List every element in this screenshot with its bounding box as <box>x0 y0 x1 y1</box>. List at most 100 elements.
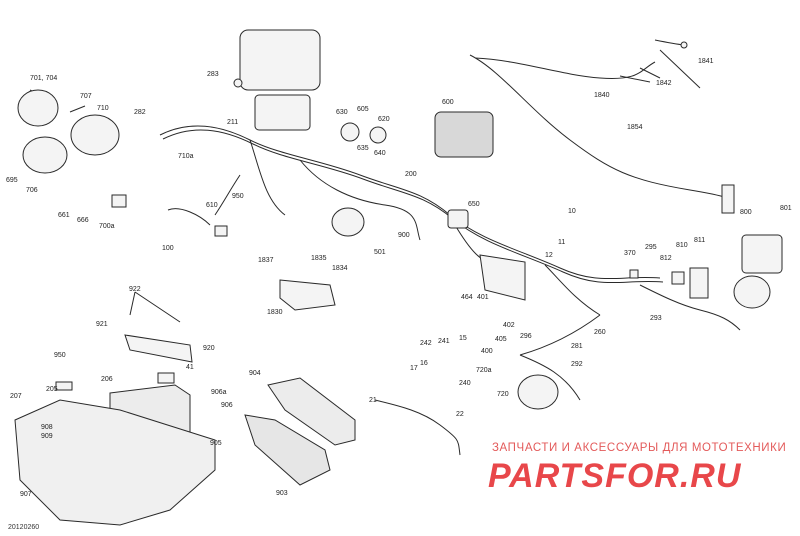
callout-464: 464 <box>461 294 473 301</box>
figure-code: 20120260 <box>8 524 40 531</box>
connector-1841 <box>680 41 688 49</box>
watermark-subtitle: ЗАПЧАСТИ И АКСЕССУАРЫ ДЛЯ МОТОТЕХНИКИ <box>492 442 787 454</box>
callout-21: 21 <box>369 397 377 404</box>
callout-904: 904 <box>249 370 261 377</box>
callout-282: 282 <box>134 109 146 116</box>
callout-10: 10 <box>568 208 576 215</box>
throttle-body <box>239 29 321 91</box>
callout-292: 292 <box>571 361 583 368</box>
callout-283: 283 <box>207 71 219 78</box>
fuse-box <box>741 234 783 274</box>
callout-706: 706 <box>26 187 38 194</box>
callout-100: 100 <box>162 245 174 252</box>
callout-241: 241 <box>438 338 450 345</box>
callout-293: 293 <box>650 315 662 322</box>
grommet-283 <box>233 78 243 88</box>
ecu-module <box>254 94 311 131</box>
callout-401: 401 <box>477 294 489 301</box>
callout-22: 22 <box>456 411 464 418</box>
connector-1854 <box>721 184 735 214</box>
callout-281: 281 <box>571 343 583 350</box>
callout-701: 701, 704 <box>30 75 57 82</box>
callout-1840: 1840 <box>594 92 610 99</box>
callout-640: 640 <box>374 150 386 157</box>
callout-922: 922 <box>129 286 141 293</box>
callout-15: 15 <box>459 335 467 342</box>
callout-710: 710 <box>97 105 109 112</box>
callout-1841: 1841 <box>698 58 714 65</box>
callout-1854: 1854 <box>627 124 643 131</box>
callout-207: 207 <box>10 393 22 400</box>
callout-labels: 701, 704 707 710 282 283 211 710a 695 70… <box>6 58 792 498</box>
callout-1834: 1834 <box>332 265 348 272</box>
callout-950: 950 <box>232 193 244 200</box>
support-bracket <box>124 334 193 363</box>
callout-630: 630 <box>336 109 348 116</box>
headlight-left-lower <box>22 136 68 174</box>
callout-801: 801 <box>780 205 792 212</box>
callout-906a: 906a <box>211 389 227 396</box>
callout-650: 650 <box>468 201 480 208</box>
callout-205: 205 <box>46 386 58 393</box>
callout-296: 296 <box>520 333 532 340</box>
callout-812: 812 <box>660 255 672 262</box>
connector-700a <box>111 194 127 208</box>
cover-41 <box>157 372 175 384</box>
callout-906: 906 <box>221 402 233 409</box>
callout-920: 920 <box>203 345 215 352</box>
callout-905: 905 <box>210 440 222 447</box>
callout-402: 402 <box>503 322 515 329</box>
callout-17: 17 <box>410 365 418 372</box>
connector-610 <box>214 225 228 237</box>
callout-200: 200 <box>405 171 417 178</box>
callout-11: 11 <box>558 239 565 246</box>
mount-bracket <box>279 279 336 311</box>
instrument-cluster <box>434 111 494 158</box>
callout-661: 661 <box>58 212 70 219</box>
components <box>14 29 783 526</box>
relay-812 <box>671 271 685 285</box>
callout-620: 620 <box>378 116 390 123</box>
callout-405: 405 <box>495 336 507 343</box>
callout-501: 501 <box>374 249 386 256</box>
callout-720a: 720a <box>476 367 492 374</box>
callout-370: 370 <box>624 250 636 257</box>
callout-295: 295 <box>645 244 657 251</box>
callout-695: 695 <box>6 177 18 184</box>
sensor-635 <box>369 126 387 144</box>
callout-909: 909 <box>41 433 53 440</box>
clip-370 <box>629 269 639 279</box>
callout-921: 921 <box>96 321 108 328</box>
bracket-811 <box>689 267 709 299</box>
callout-16: 16 <box>420 360 428 367</box>
callout-400: 400 <box>481 348 493 355</box>
callout-707: 707 <box>80 93 92 100</box>
relay <box>447 209 469 229</box>
heat-shield-lower <box>244 414 331 486</box>
headlight-center <box>70 114 120 156</box>
callout-811: 811 <box>694 237 705 244</box>
callout-12: 12 <box>545 252 553 259</box>
callout-810: 810 <box>676 242 688 249</box>
callout-950-lower: 950 <box>54 352 66 359</box>
callout-800: 800 <box>740 209 752 216</box>
starter-solenoid <box>331 207 365 237</box>
callout-610: 610 <box>206 202 218 209</box>
callout-1842: 1842 <box>656 80 672 87</box>
headlight-left-upper <box>17 89 59 127</box>
callout-1837: 1837 <box>258 257 274 264</box>
callout-41: 41 <box>186 364 194 371</box>
heat-shield-upper <box>267 377 356 446</box>
battery-tray <box>14 399 216 526</box>
callout-600: 600 <box>442 99 454 106</box>
callout-903: 903 <box>276 490 288 497</box>
horn <box>733 275 771 309</box>
callout-700a: 700a <box>99 223 115 230</box>
callout-605: 605 <box>357 106 369 113</box>
callout-260: 260 <box>594 329 606 336</box>
headlight-lower-right <box>517 374 559 410</box>
callout-720: 720 <box>497 391 509 398</box>
fuse-holder-205 <box>55 381 73 391</box>
callout-666: 666 <box>77 217 89 224</box>
